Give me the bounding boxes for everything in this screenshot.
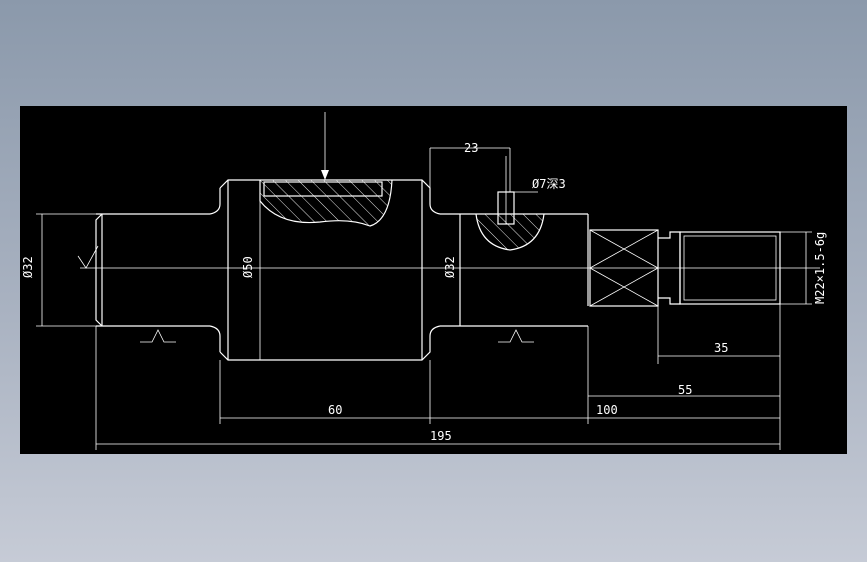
keyway-slot xyxy=(263,181,383,197)
mid-body-bottom xyxy=(219,325,441,361)
dim-hole: Ø7深3 xyxy=(532,177,566,191)
dim-55: 55 xyxy=(678,383,692,397)
roughness-symbol-3 xyxy=(498,329,534,343)
shaft-drawing: Ø32 Ø50 Ø32 23 Ø7深3 M22×1.5-6g 35 55 60 … xyxy=(21,112,827,450)
left-fillet-bottom xyxy=(209,325,221,352)
cad-drawing-area: Ø32 Ø50 Ø32 23 Ø7深3 M22×1.5-6g 35 55 60 … xyxy=(20,106,847,454)
dim-195: 195 xyxy=(430,429,452,443)
mid-body-top xyxy=(219,179,441,215)
roughness-symbol-2 xyxy=(140,329,176,343)
dim-d32-left: Ø32 xyxy=(21,256,35,278)
dim-35: 35 xyxy=(714,341,728,355)
left-end-chamfer xyxy=(95,213,103,327)
dim-thread: M22×1.5-6g xyxy=(813,232,827,304)
dim-100: 100 xyxy=(596,403,618,417)
dim-d50: Ø50 xyxy=(241,256,255,278)
dim-d32-right: Ø32 xyxy=(443,256,457,278)
thread-body xyxy=(679,231,781,305)
dim-23: 23 xyxy=(464,141,478,155)
dim-60: 60 xyxy=(328,403,342,417)
left-fillet-top xyxy=(209,188,221,215)
roughness-symbol-1 xyxy=(77,245,99,269)
keyway-section-hatch xyxy=(260,180,392,226)
hole-section-hatch xyxy=(476,214,544,250)
